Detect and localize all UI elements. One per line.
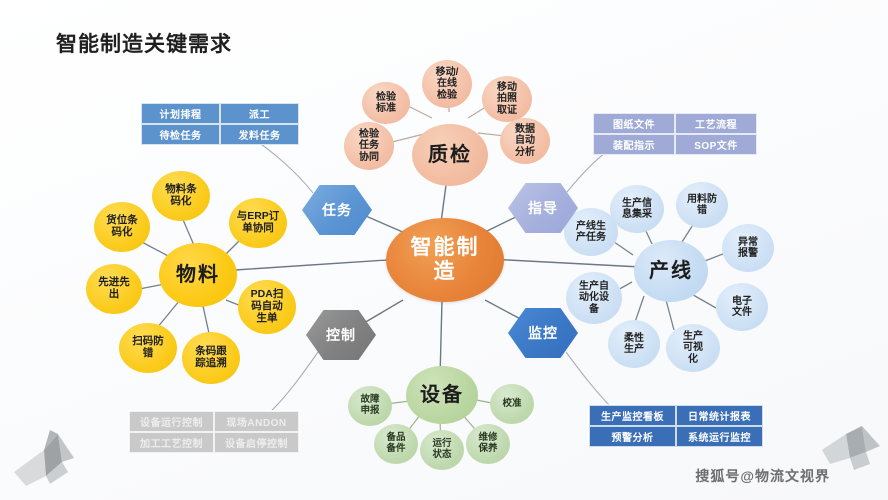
leaf-pda-auto-order[interactable]: PDA扫码自动生单 xyxy=(238,280,296,334)
label-cell[interactable]: 生产监控看板 xyxy=(589,405,676,426)
center-hub-smart-manufacturing[interactable]: 智能制造 xyxy=(386,218,504,302)
origami-star-icon-right xyxy=(822,426,880,470)
leaf-label: 备品备件 xyxy=(386,432,406,454)
cluster-hub-production-line[interactable]: 产线 xyxy=(634,240,708,302)
label-cell[interactable]: 发料任务 xyxy=(220,124,299,145)
leaf-mobile-photo-evidence[interactable]: 移动拍照取证 xyxy=(482,76,532,122)
leaf-label: 条码跟踪追溯 xyxy=(195,345,227,369)
leaf-label: 生产自动化设备 xyxy=(579,281,609,315)
label-box-monitoring[interactable]: 生产监控看板 日常统计报表 预警分析 系统运行监控 xyxy=(588,404,764,447)
leaf-label: 电子文件 xyxy=(732,295,752,318)
leaf-line-production-task[interactable]: 产线生产任务 xyxy=(564,208,618,256)
leaf-production-info-collection[interactable]: 生产信息集采 xyxy=(610,185,664,233)
leaf-calibration[interactable]: 校准 xyxy=(490,384,534,424)
cluster-hub-quality[interactable]: 质检 xyxy=(412,124,488,186)
label-box-task[interactable]: 计划排程 派工 待检任务 发料任务 xyxy=(140,102,300,145)
leaf-label: 移动拍照取证 xyxy=(497,82,517,116)
leaf-label: 检验任务协同 xyxy=(359,129,379,163)
cluster-hub-equipment-label: 设备 xyxy=(420,383,464,406)
leaf-production-visualization[interactable]: 生产可视化 xyxy=(666,324,720,372)
leaf-label: 异常报警 xyxy=(738,236,758,259)
leaf-fifo[interactable]: 先进先出 xyxy=(86,264,142,314)
label-cell[interactable]: 设备启停控制 xyxy=(214,432,299,453)
label-cell[interactable]: 装配指示 xyxy=(593,134,675,155)
leaf-fault-report[interactable]: 故障申报 xyxy=(348,386,392,426)
leaf-label: 货位条码化 xyxy=(106,214,138,238)
label-box-guidance[interactable]: 图纸文件 工艺流程 装配指示 SOP文件 xyxy=(592,112,758,155)
leaf-label: 与ERP订单协同 xyxy=(236,210,280,234)
hexagon-monitoring[interactable]: 监控 xyxy=(508,308,578,358)
page-title: 智能制造关键需求 xyxy=(56,33,232,56)
leaf-abnormal-alarm[interactable]: 异常报警 xyxy=(722,224,774,272)
leaf-electronic-documents[interactable]: 电子文件 xyxy=(716,283,768,331)
leaf-material-error-proof[interactable]: 用料防错 xyxy=(676,182,728,228)
label-cell[interactable]: 派工 xyxy=(220,103,299,124)
leaf-label: 物料条码化 xyxy=(165,183,197,207)
label-cell[interactable]: SOP文件 xyxy=(675,134,757,155)
leaf-material-barcoding[interactable]: 物料条码化 xyxy=(152,171,210,221)
leaf-label: 数据自动分析 xyxy=(515,124,535,158)
cluster-hub-quality-label: 质检 xyxy=(428,143,472,166)
label-cell[interactable]: 预警分析 xyxy=(589,426,676,447)
leaf-label: 柔性生产 xyxy=(624,332,644,355)
label-box-control[interactable]: 设备运行控制 现场ANDON 加工工艺控制 设备启停控制 xyxy=(128,410,300,453)
leaf-label: 生产信息集采 xyxy=(622,197,652,220)
hexagon-guidance-label: 指导 xyxy=(528,200,558,216)
cluster-hub-equipment[interactable]: 设备 xyxy=(406,366,478,424)
leaf-label: PDA扫码自动生单 xyxy=(250,288,284,324)
leaf-barcode-traceability[interactable]: 条码跟踪追溯 xyxy=(182,332,240,384)
leaf-label: 扫码防错 xyxy=(132,335,164,359)
hexagon-monitoring-label: 监控 xyxy=(528,325,558,341)
leaf-label: 维修保养 xyxy=(478,432,498,454)
cluster-hub-production-line-label: 产线 xyxy=(649,259,693,282)
watermark: 搜狐号@物流文视界 xyxy=(695,468,830,484)
label-cell[interactable]: 系统运行监控 xyxy=(676,426,763,447)
label-cell[interactable]: 待检任务 xyxy=(141,124,220,145)
leaf-erp-order-collab[interactable]: 与ERP订单协同 xyxy=(229,198,287,248)
leaf-scan-error-proof[interactable]: 扫码防错 xyxy=(119,323,177,373)
label-cell[interactable]: 图纸文件 xyxy=(593,113,675,134)
leaf-label: 校准 xyxy=(502,397,522,409)
hexagon-control-label: 控制 xyxy=(326,327,356,343)
label-cell[interactable]: 设备运行控制 xyxy=(129,411,214,432)
cluster-hub-material[interactable]: 物料 xyxy=(159,243,237,307)
label-cell[interactable]: 工艺流程 xyxy=(675,113,757,134)
leaf-flexible-production[interactable]: 柔性生产 xyxy=(608,320,660,368)
label-cell[interactable]: 计划排程 xyxy=(141,103,220,124)
leaf-production-automation-equipment[interactable]: 生产自动化设备 xyxy=(566,272,622,324)
leaf-location-barcoding[interactable]: 货位条码化 xyxy=(94,202,150,252)
leaf-inspection-task-collab[interactable]: 检验任务协同 xyxy=(344,122,394,170)
hexagon-guidance[interactable]: 指导 xyxy=(508,183,578,233)
hexagon-task-label: 任务 xyxy=(322,202,352,218)
leaf-auto-data-analysis[interactable]: 数据自动分析 xyxy=(500,118,550,164)
leaf-label: 生产可视化 xyxy=(683,331,703,365)
leaf-label: 产线生产任务 xyxy=(576,220,606,243)
label-cell[interactable]: 日常统计报表 xyxy=(676,405,763,426)
leaf-mobile-online-inspection[interactable]: 移动/在线检验 xyxy=(422,60,472,108)
leaf-label: 检验标准 xyxy=(376,91,396,114)
center-hub-label: 智能制造 xyxy=(410,236,480,283)
leaf-running-status[interactable]: 运行状态 xyxy=(420,430,464,470)
leaf-label: 移动/在线检验 xyxy=(435,67,459,101)
cluster-hub-material-label: 物料 xyxy=(176,263,220,286)
origami-star-icon-left xyxy=(14,430,74,486)
leaf-spare-parts[interactable]: 备品备件 xyxy=(374,424,418,464)
label-cell[interactable]: 现场ANDON xyxy=(214,411,299,432)
leaf-label: 运行状态 xyxy=(432,438,452,460)
leaf-label: 先进先出 xyxy=(98,276,130,300)
label-cell[interactable]: 加工工艺控制 xyxy=(129,432,214,453)
leaf-label: 用料防错 xyxy=(687,193,717,216)
leaf-label: 故障申报 xyxy=(360,394,380,416)
leaf-inspection-standard[interactable]: 检验标准 xyxy=(362,82,410,124)
leaf-maintenance[interactable]: 维修保养 xyxy=(466,424,510,464)
